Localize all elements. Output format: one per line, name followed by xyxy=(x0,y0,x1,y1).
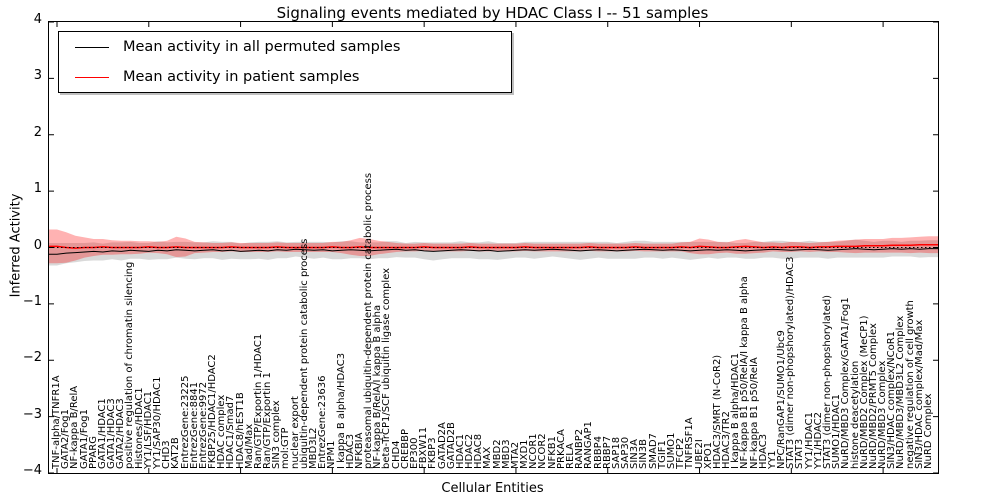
y-tick-label: −4 xyxy=(22,463,42,478)
legend-label: Mean activity in all permuted samples xyxy=(123,39,401,55)
std-band xyxy=(49,239,938,266)
legend: Mean activity in all permuted samples Me… xyxy=(58,31,512,93)
y-tick-label: −1 xyxy=(22,293,42,309)
y-tick-label: 1 xyxy=(33,181,42,197)
x-entity-label: STAT3 (dimer non-phopshorylated)/HDAC3 xyxy=(785,256,796,469)
plot-canvas xyxy=(49,22,938,473)
x-entity-label: NuRD Complex xyxy=(923,393,934,469)
chart-title: Signaling events mediated by HDAC Class … xyxy=(276,4,709,22)
mean-line xyxy=(49,248,938,255)
y-tick-label: 4 xyxy=(33,12,42,27)
x-entity-label: beta-TrCP1/SCF ubiquitin ligase complex xyxy=(381,267,392,469)
y-tick-label: 2 xyxy=(33,124,42,140)
legend-item-patient: Mean activity in patient samples xyxy=(59,62,511,92)
legend-line-black-icon xyxy=(75,46,109,48)
plot-area xyxy=(48,21,939,474)
y-tick-label: 0 xyxy=(33,237,42,253)
y-tick-label: 3 xyxy=(33,68,42,84)
std-band xyxy=(49,229,938,264)
x-axis-label: Cellular Entities xyxy=(441,481,544,496)
legend-line-red-icon xyxy=(75,76,109,78)
y-tick-label: −2 xyxy=(22,350,42,366)
legend-label: Mean activity in patient samples xyxy=(123,69,360,85)
y-tick-label: −3 xyxy=(22,406,42,422)
legend-item-permuted: Mean activity in all permuted samples xyxy=(59,32,511,62)
